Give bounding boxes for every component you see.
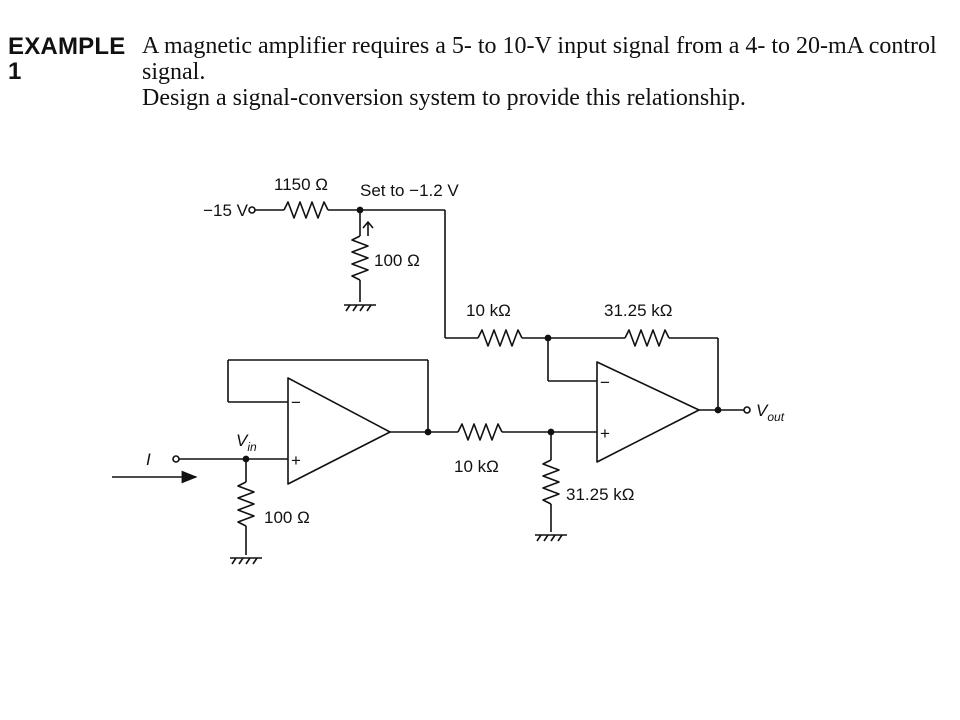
example-label-word: EXAMPLE bbox=[8, 33, 126, 60]
ground-pot bbox=[344, 304, 376, 312]
vin-label: Vin bbox=[236, 431, 257, 454]
ground-sense bbox=[230, 557, 262, 565]
problem-statement: A magnetic amplifier requires a 5- to 10… bbox=[142, 33, 960, 112]
pot-wiper-arrow bbox=[362, 221, 374, 236]
resistor-1150 bbox=[283, 201, 329, 219]
resistor-31k-feedback bbox=[624, 329, 670, 347]
set-note: Set to −1.2 V bbox=[360, 181, 459, 200]
r-sense-label: 100 Ω bbox=[264, 508, 310, 527]
op-amp-1-plus: + bbox=[291, 451, 301, 470]
op-amp-1-minus: − bbox=[291, 393, 301, 412]
r-ground-label: 31.25 kΩ bbox=[566, 485, 634, 504]
potentiometer-100 bbox=[351, 235, 369, 281]
supply-terminal bbox=[248, 206, 256, 214]
r-supply-label: 1150 Ω bbox=[274, 175, 328, 194]
op-amp-2 bbox=[596, 361, 700, 463]
vout-label: Vout bbox=[756, 401, 785, 424]
resistor-31k-ground bbox=[542, 459, 560, 505]
op-amp-2-minus: − bbox=[600, 373, 610, 392]
r-input-label: 10 kΩ bbox=[454, 457, 499, 476]
supply-label: −15 V bbox=[203, 201, 249, 220]
problem-line-2: Design a signal-conversion system to pro… bbox=[142, 84, 746, 111]
ground-31k bbox=[535, 534, 567, 542]
r-pot-label: 100 Ω bbox=[374, 251, 420, 270]
r-offset-label: 10 kΩ bbox=[466, 301, 511, 320]
resistor-100-sense bbox=[237, 481, 255, 527]
op-amp-1 bbox=[287, 377, 391, 485]
problem-line-1: A magnetic amplifier requires a 5- to 10… bbox=[142, 33, 937, 85]
node-vout bbox=[714, 406, 722, 414]
example-label-number: 1 bbox=[8, 58, 22, 86]
resistor-10k-input bbox=[457, 423, 503, 441]
r-feedback-label: 31.25 kΩ bbox=[604, 301, 672, 320]
input-terminal bbox=[172, 455, 180, 463]
resistor-10k-offset bbox=[477, 329, 523, 347]
example-label: EXAMPLE 1 bbox=[8, 33, 126, 86]
op-amp-2-plus: + bbox=[600, 424, 610, 443]
vout-terminal bbox=[743, 406, 751, 414]
current-label: I bbox=[146, 450, 151, 469]
